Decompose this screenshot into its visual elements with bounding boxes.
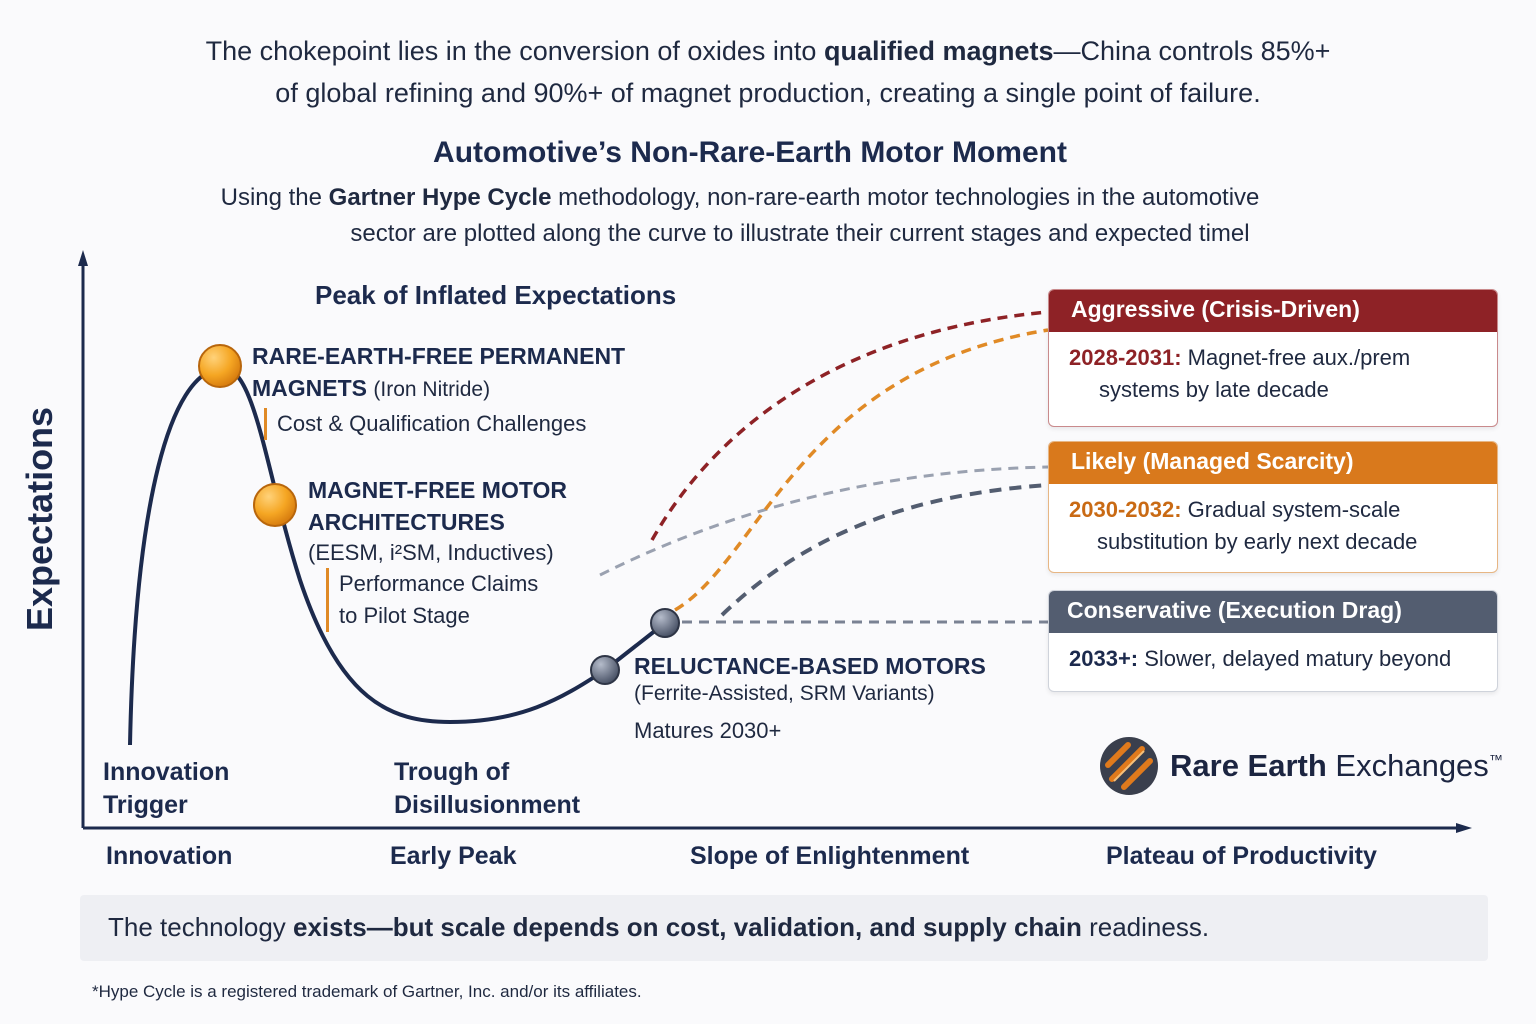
phase-trough: Trough of Disillusionment <box>394 756 580 822</box>
tech-note: Performance Claims <box>339 571 539 596</box>
x-axis-arrow <box>1456 823 1472 833</box>
scenario-text: substitution by early next decade <box>1097 529 1418 554</box>
phase-line: Disillusionment <box>394 791 581 819</box>
tech-note: to Pilot Stage <box>339 603 470 628</box>
intro-text: The chokepoint lies in the conversion of… <box>0 30 1536 114</box>
tech-detail: (Iron Nitride) <box>373 378 491 401</box>
logo-text-bold: Rare Earth <box>1170 748 1327 783</box>
y-axis-arrow <box>78 250 88 266</box>
intro-line1: The chokepoint lies in the conversion of… <box>205 36 824 66</box>
tech-reluctance: RELUCTANCE-BASED MOTORS (Ferrite-Assiste… <box>634 650 986 744</box>
subtitle-line2: sector are plotted along the curve to il… <box>350 220 1250 247</box>
marker-reluctance-high <box>650 608 680 638</box>
scenario-text: Magnet-free aux./prem <box>1187 345 1411 370</box>
banner-text: The technology <box>108 912 294 942</box>
trend-aggressive <box>650 310 1049 541</box>
subtitle: Using the Gartner Hype Cycle methodology… <box>0 180 1480 252</box>
scenario-text: systems by late decade <box>1099 377 1329 402</box>
tech-detail: (EESM, i²SM, Inductives) <box>308 540 554 565</box>
scenario-header: Likely (Managed Scarcity) <box>1049 442 1497 484</box>
scenario-header: Conservative (Execution Drag) <box>1049 591 1497 633</box>
logo-icon <box>1100 737 1158 795</box>
y-axis-label: Expectations <box>19 406 60 631</box>
intro-bold: qualified magnets <box>823 36 1054 66</box>
subtitle-post: methodology, non-rare-earth motor techno… <box>551 184 1260 211</box>
tech-title: ARCHITECTURES <box>308 509 505 535</box>
phase-line: Trigger <box>103 791 188 819</box>
phase-line: Innovation <box>103 758 230 786</box>
scenario-years: 2033+: <box>1069 646 1139 671</box>
tech-title: RARE-EARTH-FREE PERMANENT <box>252 343 626 369</box>
banner-text-end: readiness. <box>1081 912 1210 942</box>
tech-title: MAGNETS <box>252 375 367 401</box>
scenario-text: Gradual system-scale <box>1187 497 1401 522</box>
scenario-conservative: Conservative (Execution Drag) 2033+: Slo… <box>1048 590 1498 692</box>
scenario-likely: Likely (Managed Scarcity) 2030-2032: Gra… <box>1048 441 1498 573</box>
scenario-header: Aggressive (Crisis-Driven) <box>1049 290 1497 332</box>
trend-likely-grey <box>720 483 1049 617</box>
marker-rare-earth-free <box>198 344 242 388</box>
subtitle-pre: Using the <box>220 184 329 211</box>
scenario-years: 2028-2031: <box>1069 345 1182 370</box>
summary-banner: The technology exists—but scale depends … <box>80 895 1488 961</box>
footnote: *Hype Cycle is a registered trademark of… <box>92 982 642 1001</box>
marker-reluctance-low <box>590 655 620 685</box>
intro-line2: of global refining and 90%+ of magnet pr… <box>275 78 1261 108</box>
tech-note: Cost & Qualification Challenges <box>264 408 625 440</box>
page-title: Automotive’s Non-Rare-Earth Motor Moment <box>433 136 1067 169</box>
tech-title: RELUCTANCE-BASED MOTORS <box>634 653 986 679</box>
trend-light-grey <box>599 465 1049 577</box>
scenario-years: 2030-2032: <box>1069 497 1182 522</box>
x-label-slope: Slope of Enlightenment <box>690 842 970 870</box>
subtitle-bold: Gartner Hype Cycle <box>328 184 552 211</box>
scenario-text: Slower, delayed matury beyond <box>1144 646 1452 671</box>
scenario-aggressive: Aggressive (Crisis-Driven) 2028-2031: Ma… <box>1048 289 1498 427</box>
x-label-plateau: Plateau of Productivity <box>1106 842 1377 870</box>
x-label-early-peak: Early Peak <box>390 842 517 870</box>
tech-rare-earth-free: RARE-EARTH-FREE PERMANENT MAGNETS (Iron … <box>252 340 625 440</box>
hype-curve <box>128 365 667 746</box>
marker-magnet-free <box>253 483 297 527</box>
logo: Rare Earth Exchanges™ <box>1098 735 1503 797</box>
logo-tm: ™ <box>1488 751 1503 768</box>
phase-line: Trough of <box>394 758 510 786</box>
peak-label: Peak of Inflated Expectations <box>315 280 677 310</box>
tech-detail: (Ferrite-Assisted, SRM Variants) <box>634 682 935 705</box>
trend-likely <box>674 328 1049 612</box>
intro-line1-end: —China controls 85%+ <box>1053 36 1331 66</box>
tech-title: MAGNET-FREE MOTOR <box>308 477 567 503</box>
phase-innovation-trigger: Innovation Trigger <box>103 756 229 822</box>
logo-text: Exchanges <box>1335 748 1489 783</box>
tech-magnet-free: MAGNET-FREE MOTOR ARCHITECTURES (EESM, i… <box>308 474 567 632</box>
x-label-innovation: Innovation <box>106 842 233 870</box>
tech-note: Matures 2030+ <box>634 718 782 743</box>
banner-bold: exists—but scale depends on cost, valida… <box>293 912 1082 942</box>
